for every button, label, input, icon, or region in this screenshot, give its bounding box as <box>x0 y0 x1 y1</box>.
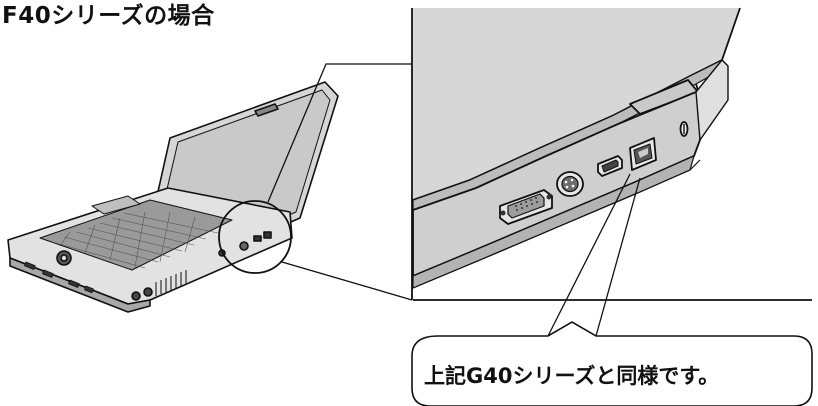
port-pointer-lines <box>547 173 641 337</box>
vga-port-icon <box>499 189 553 225</box>
zoom-leader-lines <box>267 63 413 301</box>
zoom-circle <box>218 200 292 274</box>
laptop-overview <box>7 81 339 313</box>
hdmi-port-icon <box>597 155 623 177</box>
laptop-keyboard <box>39 199 233 271</box>
callout-text: 上記G40シリーズと同様です。 <box>424 364 720 388</box>
s-video-port-icon <box>556 171 584 197</box>
page-title: F40シリーズの場合 <box>2 3 215 29</box>
security-slot-icon <box>679 121 689 137</box>
lan-port-icon <box>629 137 657 171</box>
zoom-detail <box>411 7 812 337</box>
